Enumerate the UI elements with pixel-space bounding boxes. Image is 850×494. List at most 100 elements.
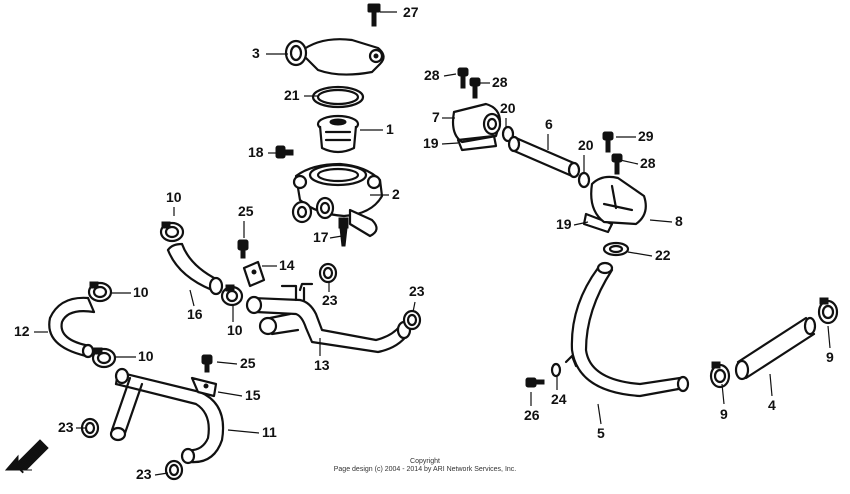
bolt-25-a xyxy=(237,239,249,259)
callout-7: 7 xyxy=(432,109,455,125)
callout-23: 23 xyxy=(58,419,86,435)
callout-number: 20 xyxy=(500,100,516,116)
callout-number: 7 xyxy=(432,109,440,125)
callout-27: 27 xyxy=(380,4,419,20)
callout-10: 10 xyxy=(166,189,182,216)
callout-number: 18 xyxy=(248,144,264,160)
callout-number: 14 xyxy=(279,257,295,273)
callout-4: 4 xyxy=(768,373,776,413)
callout-leader xyxy=(227,429,260,434)
callout-leader xyxy=(154,472,169,476)
callout-2: 2 xyxy=(370,186,400,202)
callout-leader xyxy=(619,159,639,165)
callout-number: 6 xyxy=(545,116,553,132)
hose-clamp-10-d xyxy=(91,347,117,369)
callout-number: 5 xyxy=(597,425,605,441)
callout-leader xyxy=(189,289,195,307)
copyright-line2: Page design (c) 2004 - 2014 by ARI Netwo… xyxy=(334,466,517,473)
callout-20: 20 xyxy=(578,137,594,172)
hose-clamp-10-c xyxy=(220,284,244,307)
callout-number: 10 xyxy=(227,322,243,338)
callout-number: 23 xyxy=(409,283,425,299)
callout-number: 28 xyxy=(424,67,440,83)
callout-number: 25 xyxy=(240,355,256,371)
housing-7 xyxy=(451,102,502,144)
callout-leader xyxy=(329,235,343,239)
callout-number: 24 xyxy=(551,391,567,407)
bolt-27 xyxy=(367,3,381,27)
callout-19: 19 xyxy=(423,135,459,151)
callout-number: 10 xyxy=(133,284,149,300)
callout-23: 23 xyxy=(136,466,169,482)
hose-16 xyxy=(166,242,224,296)
bolt-28-a xyxy=(457,67,469,89)
thermostat-1 xyxy=(316,114,360,154)
callout-19: 19 xyxy=(556,216,589,232)
o-ring-20-b xyxy=(577,171,591,189)
callout-28: 28 xyxy=(424,67,457,83)
callout-number: 21 xyxy=(284,87,300,103)
gasket-21 xyxy=(311,85,365,109)
callout-number: 9 xyxy=(720,406,728,422)
hose-clamp-10-a xyxy=(159,221,185,243)
callout-22: 22 xyxy=(627,247,671,263)
callout-28: 28 xyxy=(478,74,508,90)
pipe-6 xyxy=(507,135,581,179)
callout-15: 15 xyxy=(217,387,261,403)
callout-14: 14 xyxy=(262,257,295,273)
bolt-29 xyxy=(602,131,614,153)
callout-16: 16 xyxy=(187,289,203,322)
callout-number: 1 xyxy=(386,121,394,137)
callout-9: 9 xyxy=(826,325,834,365)
callout-26: 26 xyxy=(524,392,540,423)
hose-4 xyxy=(734,316,817,381)
callout-11: 11 xyxy=(227,424,277,440)
callout-number: 15 xyxy=(245,387,261,403)
callout-leader xyxy=(597,403,602,425)
callout-number: 28 xyxy=(492,74,508,90)
callout-28: 28 xyxy=(619,155,656,171)
callout-leader xyxy=(573,221,589,226)
callout-10: 10 xyxy=(112,284,149,300)
water-pipe-13 xyxy=(245,282,412,354)
callout-20: 20 xyxy=(500,100,516,128)
o-ring-23-a xyxy=(318,262,338,284)
callout-number: 23 xyxy=(136,466,152,482)
callout-number: 10 xyxy=(138,348,154,364)
callout-number: 16 xyxy=(187,306,203,322)
callout-number: 9 xyxy=(826,349,834,365)
thermostat-cover-3 xyxy=(284,38,385,76)
copyright-line1: Copyright xyxy=(410,458,440,465)
callout-number: 12 xyxy=(14,323,30,339)
callout-number: 8 xyxy=(675,213,683,229)
bracket-14 xyxy=(242,260,266,288)
callout-1: 1 xyxy=(360,121,394,137)
callout-number: 13 xyxy=(314,357,330,373)
callout-number: 28 xyxy=(640,155,656,171)
bracket-15 xyxy=(190,376,218,398)
bolt-28-b xyxy=(469,77,481,99)
callout-number: 2 xyxy=(392,186,400,202)
callout-number: 27 xyxy=(403,4,419,20)
callout-number: 10 xyxy=(166,189,182,205)
callout-leader xyxy=(627,251,653,257)
hose-5 xyxy=(564,261,690,398)
callout-29: 29 xyxy=(616,128,654,144)
bolt-25-b xyxy=(201,354,213,373)
callout-25: 25 xyxy=(216,355,256,371)
callout-8: 8 xyxy=(649,213,683,229)
callout-23: 23 xyxy=(409,283,425,313)
callout-number: 25 xyxy=(238,203,254,219)
callout-leader xyxy=(443,73,457,77)
callout-number: 3 xyxy=(252,45,260,61)
bolt-28-c xyxy=(611,153,623,175)
callout-number: 23 xyxy=(58,419,74,435)
thermostat-housing-2 xyxy=(291,162,384,238)
callout-number: 17 xyxy=(313,229,329,245)
callout-leader xyxy=(217,391,243,397)
callout-number: 19 xyxy=(556,216,572,232)
callout-number: 26 xyxy=(524,407,540,423)
callout-number: 23 xyxy=(322,292,338,308)
callout-leader xyxy=(769,373,773,397)
